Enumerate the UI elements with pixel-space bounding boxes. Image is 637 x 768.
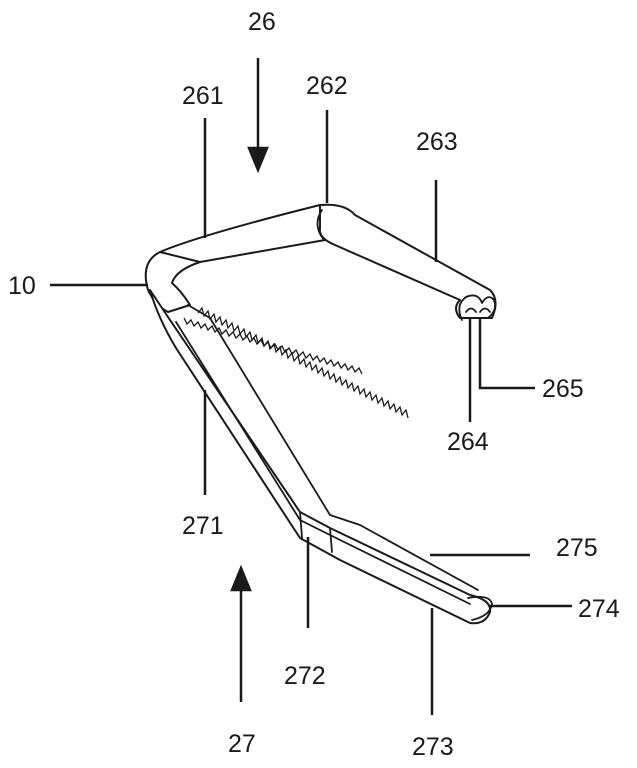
lower-jaw-serration-bottom (183, 317, 363, 375)
upper-jaw-end-face (458, 294, 497, 321)
label-10: 10 (8, 272, 36, 300)
lower-jaw-channel-bottom (175, 321, 471, 605)
label-273: 273 (412, 733, 454, 761)
upper-jaw-corner-crease (316, 209, 325, 241)
upper-jaw-lobe-right (479, 307, 491, 313)
arrow-27 (230, 564, 252, 702)
label-263: 263 (416, 128, 458, 156)
lower-jaw-channel-top (187, 304, 479, 591)
label-26: 26 (248, 8, 276, 36)
upper-jaw-end-segment (318, 203, 497, 319)
label-275: 275 (556, 534, 598, 562)
label-262: 262 (306, 72, 348, 100)
upper-jaw (159, 203, 497, 321)
lower-jaw-segment-line-1 (299, 511, 303, 539)
bend-portion (144, 251, 201, 313)
label-264: 264 (447, 428, 489, 456)
bend-outer (144, 251, 201, 313)
label-261: 261 (182, 82, 224, 110)
label-271: 271 (182, 512, 224, 540)
label-27: 27 (228, 730, 256, 758)
arrow-26 (247, 58, 269, 174)
reference-labels: 26 261 262 263 10 265 264 271 275 274 27… (8, 8, 620, 761)
lower-jaw-serration-top (197, 306, 409, 419)
label-265: 265 (542, 375, 584, 403)
label-274: 274 (578, 595, 620, 623)
label-272: 272 (284, 662, 326, 690)
lower-jaw (149, 289, 493, 625)
upper-jaw-lobe-left (465, 307, 477, 313)
lower-jaw-tip-face (467, 595, 493, 621)
leader-lines (50, 110, 572, 715)
lower-jaw-body (149, 289, 492, 625)
leader-265 (478, 318, 535, 390)
lower-jaw-segment-line-2 (329, 527, 333, 553)
